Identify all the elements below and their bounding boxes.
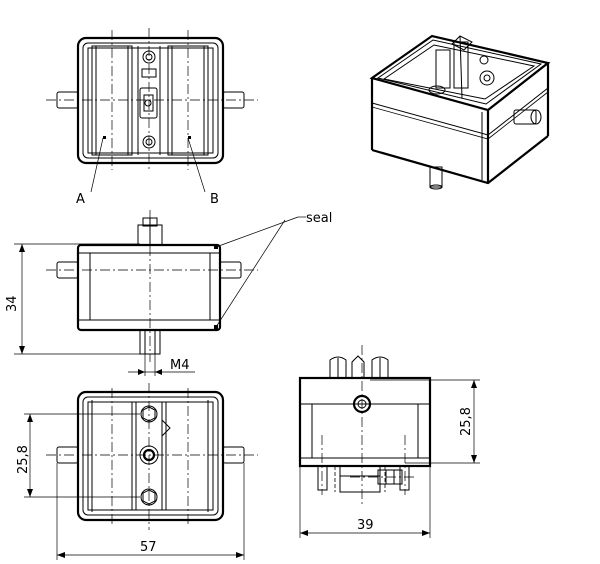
dim-thread-m4: M4 — [170, 358, 190, 373]
side-view — [298, 345, 480, 538]
dim-spacing-front: 25,8 — [16, 445, 31, 474]
dim-height-34: 34 — [5, 295, 20, 312]
dim-width-57: 57 — [140, 540, 157, 555]
front-view — [14, 210, 306, 376]
top-view — [46, 28, 258, 193]
label-seal: seal — [306, 211, 332, 226]
dim-depth-39: 39 — [357, 518, 374, 533]
isometric-view — [369, 34, 551, 190]
label-b: B — [210, 192, 219, 207]
label-a: A — [76, 192, 85, 207]
dim-spacing-side: 25,8 — [459, 407, 474, 436]
bottom-view — [24, 383, 258, 560]
